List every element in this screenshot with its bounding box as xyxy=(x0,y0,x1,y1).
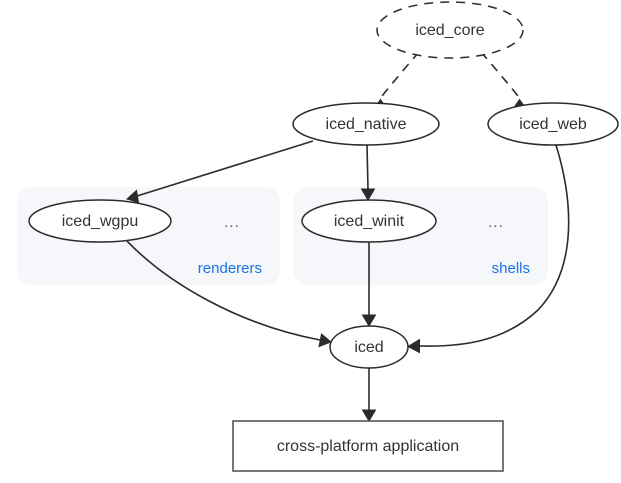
node-iced[interactable]: iced xyxy=(329,325,409,369)
edge-iced-native-to-iced-winit-arrowhead xyxy=(360,188,376,201)
edge-iced-web-to-iced-line xyxy=(419,144,570,347)
edge-iced-core-to-iced-native-line xyxy=(377,51,420,102)
edge-iced-native-to-iced-winit xyxy=(360,144,376,201)
node-iced-winit-shape[interactable] xyxy=(301,199,437,243)
edge-iced-to-application xyxy=(361,368,377,422)
edge-iced-web-to-iced xyxy=(406,144,570,354)
node-iced-core-label: iced_core xyxy=(415,22,484,39)
edge-iced-native-to-iced-wgpu-line xyxy=(136,140,314,197)
edge-iced-winit-to-iced-arrowhead xyxy=(361,314,377,327)
cluster-renderers-label: renderers xyxy=(198,260,262,277)
edge-iced-web-to-iced-arrowhead xyxy=(406,338,420,354)
node-cross-platform-application-label: cross-platform application xyxy=(277,438,459,455)
node-cross-platform-application-shape[interactable] xyxy=(232,420,504,472)
cluster-shells-label: shells xyxy=(492,260,530,277)
edge-iced-wgpu-to-iced xyxy=(125,239,332,348)
node-iced-core-shape[interactable] xyxy=(376,1,524,59)
node-iced-native-shape[interactable] xyxy=(292,102,440,146)
edge-iced-core-to-iced-web xyxy=(480,51,529,111)
edge-iced-wgpu-to-iced-line xyxy=(125,239,321,341)
edge-iced-wgpu-to-iced-arrowhead xyxy=(318,333,332,348)
node-iced-winit-label: iced_winit xyxy=(334,213,405,230)
node-iced-native-label: iced_native xyxy=(326,116,407,133)
node-iced-core[interactable]: iced_core xyxy=(376,1,524,59)
node-iced-native[interactable]: iced_native xyxy=(292,102,440,146)
node-iced-wgpu-shape[interactable] xyxy=(28,199,172,243)
node-iced-web-shape[interactable] xyxy=(487,102,619,146)
cluster-shells-ellipsis: ... xyxy=(488,214,504,231)
node-iced-wgpu[interactable]: iced_wgpu xyxy=(28,199,172,243)
edge-iced-core-to-iced-native xyxy=(371,51,420,111)
edge-iced-winit-to-iced xyxy=(361,242,377,327)
node-iced-label: iced xyxy=(354,339,383,356)
cluster-renderers-ellipsis: ... xyxy=(224,214,240,231)
node-iced-wgpu-label: iced_wgpu xyxy=(62,213,139,230)
edge-iced-native-to-iced-winit-line xyxy=(366,144,369,190)
edge-iced-native-to-iced-wgpu-arrowhead xyxy=(126,189,140,204)
node-iced-winit[interactable]: iced_winit xyxy=(301,199,437,243)
node-cross-platform-application[interactable]: cross-platform application xyxy=(232,420,504,472)
node-iced-shape[interactable] xyxy=(329,325,409,369)
edge-iced-to-application-arrowhead xyxy=(361,409,377,422)
node-iced-web-label: iced_web xyxy=(519,116,587,133)
node-iced-web[interactable]: iced_web xyxy=(487,102,619,146)
edge-iced-core-to-iced-web-line xyxy=(480,51,523,102)
edge-iced-native-to-iced-wgpu xyxy=(126,140,314,204)
